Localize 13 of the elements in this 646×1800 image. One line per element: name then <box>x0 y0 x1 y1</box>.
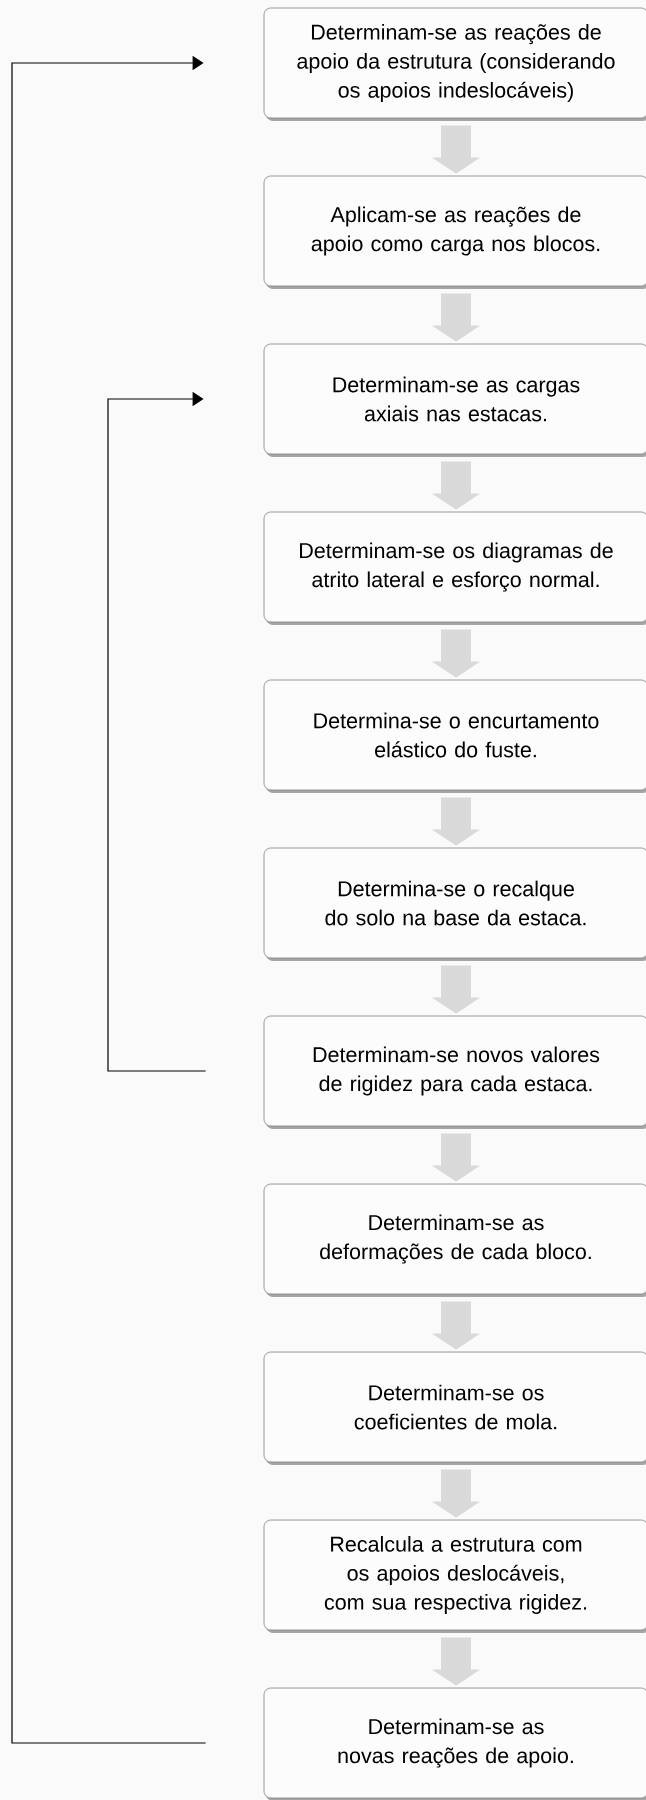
process-box: Recalcula a estrutura com os apoios deslocáveis, com sua respectiva rigidez. <box>263 1519 646 1631</box>
process-box: Aplicam-se as reações de apoio como carga nos blocos. <box>263 175 646 287</box>
process-box: Determina-se o recalque do solo na base da estaca. <box>263 847 646 959</box>
process-box: Determinam-se as cargas axiais nas estacas. <box>263 343 646 455</box>
process-box: Determinam-se os coeficientes de mola. <box>263 1351 646 1463</box>
process-box: Determinam-se as deformações de cada bloco. <box>263 1183 646 1295</box>
process-box: Determina-se o encurtamento elástico do fuste. <box>263 679 646 791</box>
feedback-arrow <box>107 391 207 1072</box>
feedback-arrow <box>11 55 207 1744</box>
process-box: Determinam-se as novas reações de apoio. <box>263 1687 646 1799</box>
process-box: Determinam-se novos valores de rigidez para cada estaca. <box>263 1015 646 1127</box>
process-box: Determinam-se as reações de apoio da estrutura (considerando os apoios indeslocáveis) <box>263 7 646 119</box>
process-box: Determinam-se os diagramas de atrito lateral e esforço normal. <box>263 511 646 623</box>
